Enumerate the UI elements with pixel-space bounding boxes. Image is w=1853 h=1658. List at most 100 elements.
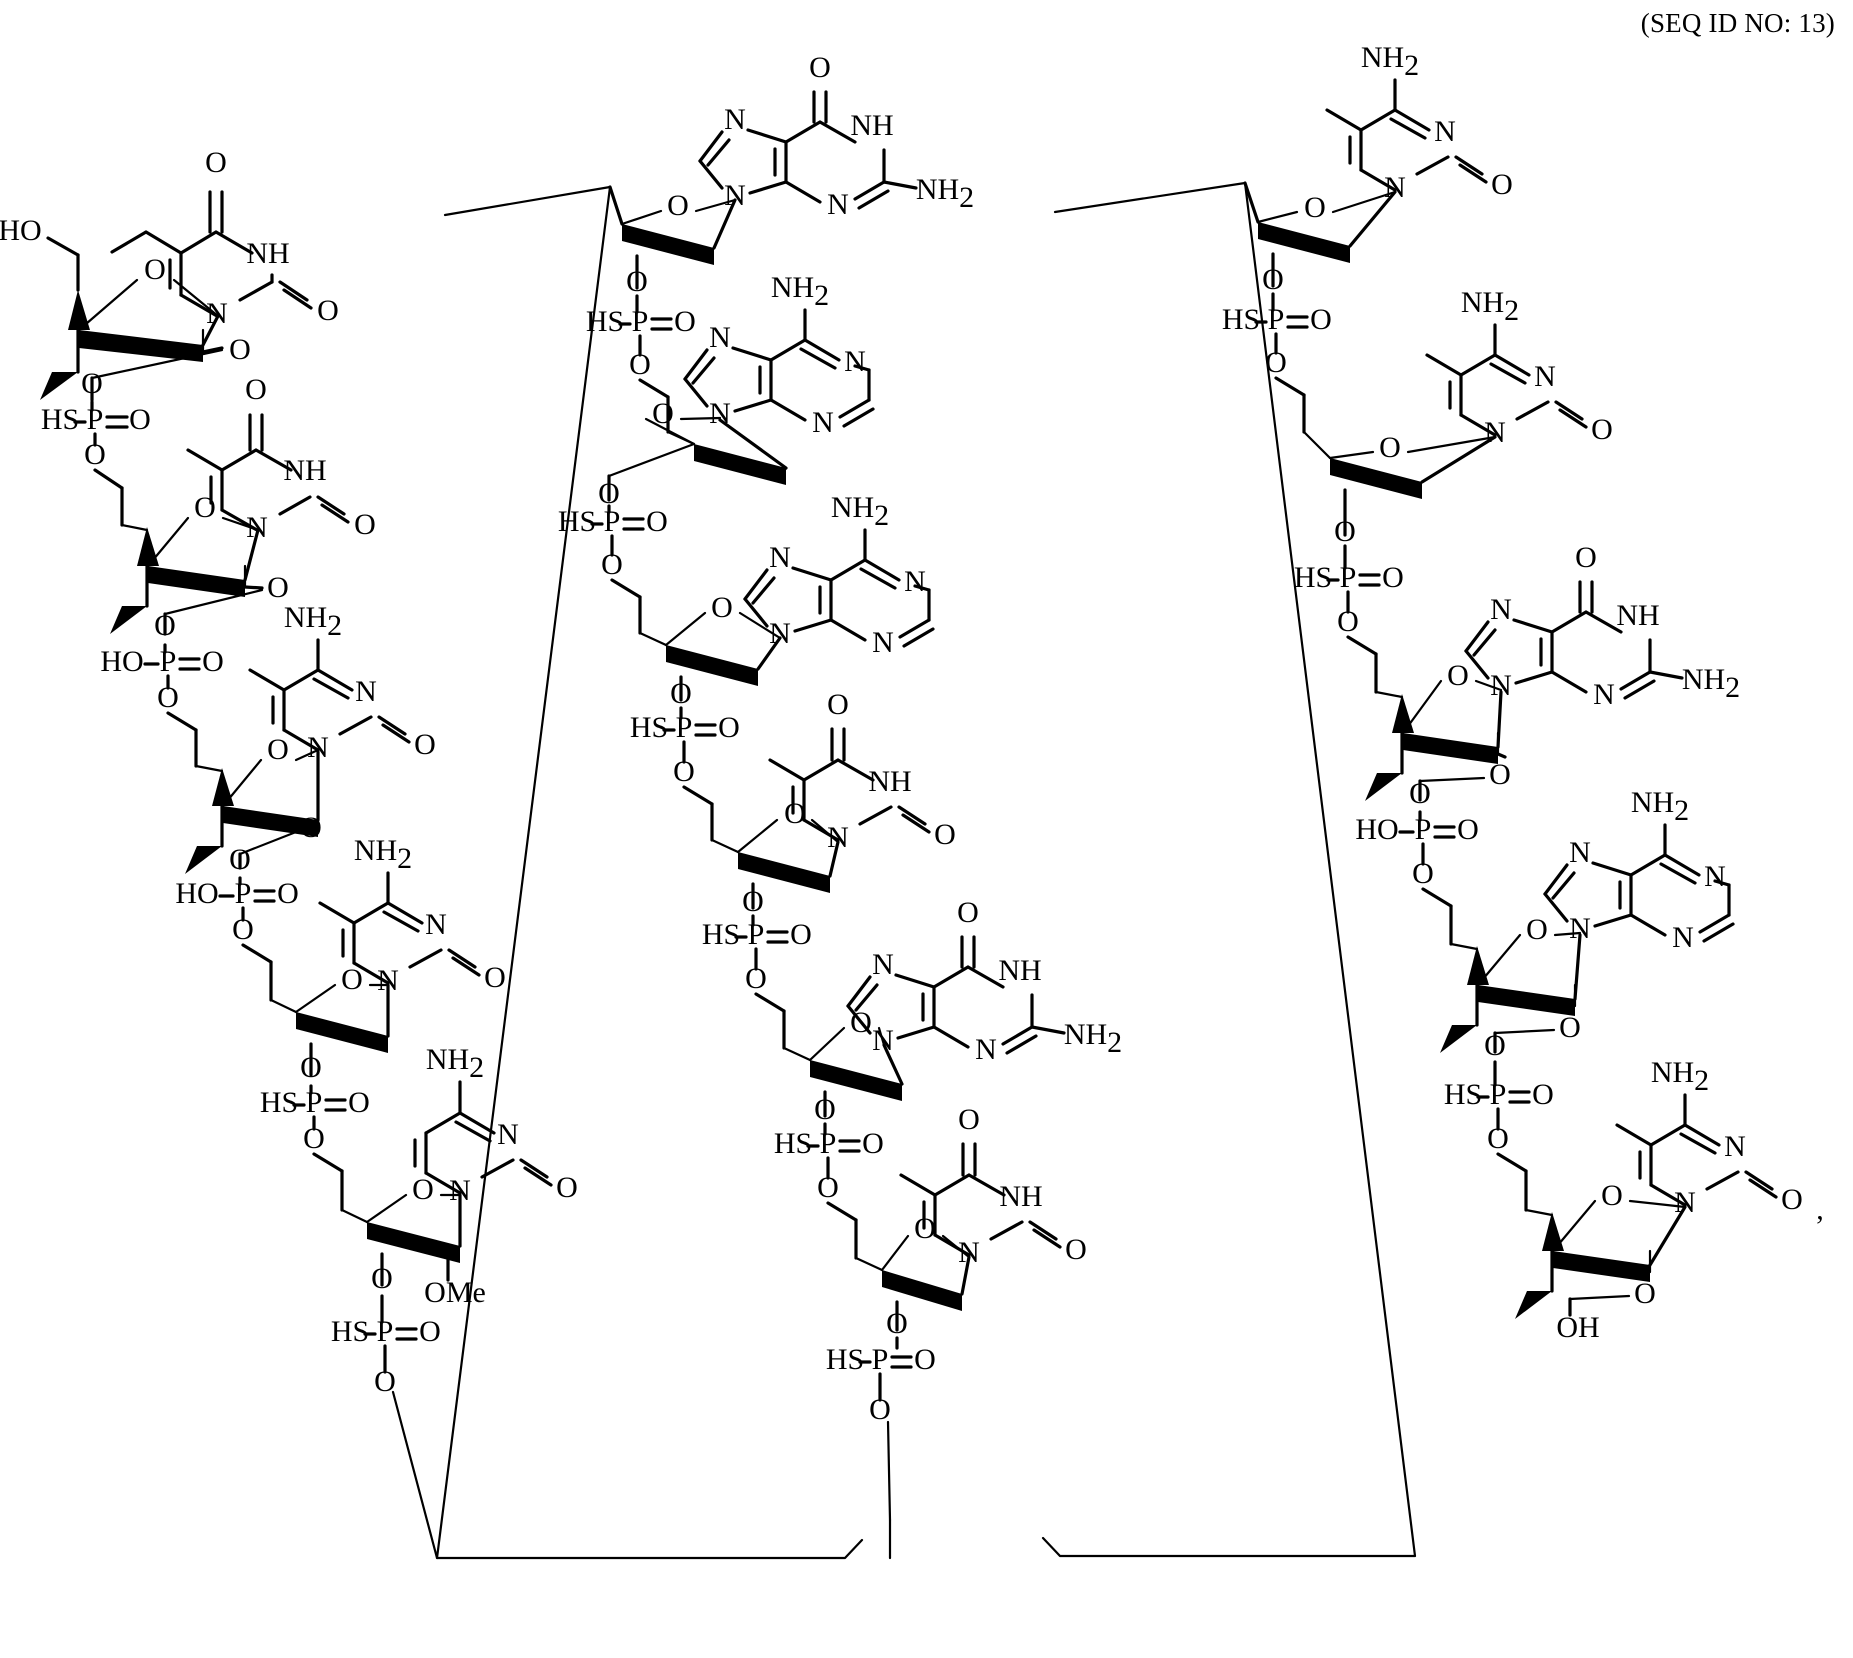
po-label-14: O	[1457, 813, 1479, 846]
po-label-11: O	[914, 1343, 936, 1376]
methyl-wedge-1	[40, 372, 78, 400]
ring-fat-bond-2	[148, 566, 245, 597]
n1-label-7: N	[844, 345, 866, 378]
ring-fat-bond-10	[810, 1060, 902, 1101]
n3-label-7: N	[812, 406, 834, 439]
wedge-c4-2	[137, 527, 159, 566]
p-label-2: P	[160, 645, 177, 678]
n7-label-15: N	[1569, 836, 1591, 869]
p-label-10: P	[820, 1127, 837, 1160]
n1-label-10: NH	[998, 954, 1041, 987]
hs-label-4: HS	[260, 1086, 298, 1119]
nh2-label-4: NH2	[354, 834, 412, 875]
residue-6-guanine-dna: O NH N N N NH2	[608, 51, 974, 298]
p-label-11: P	[872, 1343, 889, 1376]
o4prime-label-13: O	[1379, 431, 1401, 464]
po-label-1: O	[129, 403, 151, 436]
oh-3prime-label: OH	[1556, 1311, 1599, 1344]
linkage-4-phosphorothioate: HS P O O	[260, 1084, 370, 1212]
o2-label-4: O	[484, 961, 506, 994]
nh2-label-7: NH2	[771, 271, 829, 312]
base-methylcytosine-13: NH2 N N O	[1425, 286, 1613, 449]
n1-label-5: N	[449, 1174, 471, 1207]
o5prime-label-5: O	[303, 1122, 325, 1155]
p-label-9: P	[748, 918, 765, 951]
ring-fat-bond-15	[1478, 985, 1575, 1016]
methyl-wedge-16	[1515, 1291, 1552, 1319]
po-label-12: O	[1310, 303, 1332, 336]
linkage-2-phosphodiester: HO P O O	[100, 643, 224, 768]
o2-label-9: O	[934, 818, 956, 851]
p-label-8: P	[676, 711, 693, 744]
bridge-o-label-1: O	[229, 333, 251, 366]
sugar-bicyclic-3: O O O	[185, 733, 322, 876]
o2-label-5: O	[556, 1171, 578, 1204]
sugar-2ome-5: O O OMe	[340, 1173, 486, 1309]
bridge-o-label-14: O	[1489, 758, 1511, 791]
linkage-7-phosphorothioate: HS P O O	[558, 504, 668, 635]
ho-label-14: HO	[1355, 813, 1398, 846]
ring-fat-bond-9	[738, 852, 830, 893]
n3-label-3: N	[355, 675, 377, 708]
ring-fat-bond-12	[1258, 222, 1350, 263]
p-label-12: P	[1268, 303, 1285, 336]
n1-label-11: N	[958, 1236, 980, 1269]
n3-label-16: N	[1724, 1130, 1746, 1163]
po-label-9: O	[790, 918, 812, 951]
o3prime-label-9: O	[742, 885, 764, 918]
bridge-o-label-2: O	[267, 571, 289, 604]
residue-10-guanine-dna: O NH N N N NH2	[782, 896, 1122, 1126]
o3prime-label-2: O	[154, 609, 176, 642]
n3-label-14: N	[1593, 678, 1615, 711]
hs-label-15: HS	[1444, 1078, 1482, 1111]
sugar-dna-13: O O	[1302, 431, 1497, 548]
n1-label-6: NH	[850, 109, 893, 142]
n7-label-14: N	[1490, 593, 1512, 626]
o2-label-1: O	[317, 294, 339, 327]
n1-label-9: N	[827, 821, 849, 854]
linkage-6-phosphorothioate: HS P O O	[586, 294, 696, 434]
o4prime-label-10: O	[850, 1006, 872, 1039]
o3prime-label-13: O	[1334, 515, 1356, 548]
methyl-wedge-14	[1365, 773, 1402, 801]
o4prime-label-3: O	[267, 733, 289, 766]
o6-label-6: O	[809, 51, 831, 84]
o5prime-label-10: O	[745, 962, 767, 995]
sugar-dna-12: O O	[1243, 181, 1397, 296]
o4prime-label-11: O	[914, 1212, 936, 1245]
o4prime-label-15: O	[1526, 913, 1548, 946]
linkage-15-phosphorothioate: HS P O O	[1444, 1060, 1554, 1212]
residue-5-cytosine-2ome: NH2 N N O O	[340, 1043, 578, 1309]
nh2-label-10: NH2	[1064, 1018, 1122, 1059]
po-label-8: O	[718, 711, 740, 744]
hs-label-13: HS	[1294, 561, 1332, 594]
nh2-label-5: NH2	[426, 1043, 484, 1084]
wedge-c4-16	[1542, 1212, 1564, 1251]
sugar-dna-9: O O	[710, 797, 840, 918]
sugar-dna-4: O O	[269, 963, 390, 1084]
o3prime-label-5: O	[371, 1262, 393, 1295]
hs-label-6: HS	[586, 305, 624, 338]
o3prime-label-6: O	[626, 265, 648, 298]
hs-label-5: HS	[331, 1315, 369, 1348]
sugar-dna-11: O O	[854, 1212, 971, 1340]
residue-15-adenine-bicyclic: NH2 N N N N	[1440, 786, 1735, 1062]
ome-label-5: OMe	[424, 1276, 486, 1309]
ring-fat-bond-5	[367, 1222, 460, 1263]
n1-label-2: N	[246, 511, 268, 544]
n9-label-15: N	[1569, 912, 1591, 945]
base-adenine-7: NH2 N N N N	[683, 271, 875, 439]
o5prime-label-16: O	[1487, 1122, 1509, 1155]
residue-3-methylcytosine-bicyclic: NH2 N N O O	[185, 601, 436, 876]
n9-label-8: N	[769, 617, 791, 650]
nh2-label-3: NH2	[284, 601, 342, 642]
residue-14-guanine-bicyclic: O NH N N N NH2	[1365, 541, 1740, 810]
sugar-bicyclic-2: O O O	[110, 491, 289, 642]
o4-label-9: O	[827, 688, 849, 721]
wedge-c4-15	[1467, 946, 1489, 985]
o3prime-label-12: O	[1262, 263, 1284, 296]
n3-label-12: N	[1434, 115, 1456, 148]
p-label-3: P	[235, 877, 252, 910]
n1-label-1: N	[206, 297, 228, 330]
